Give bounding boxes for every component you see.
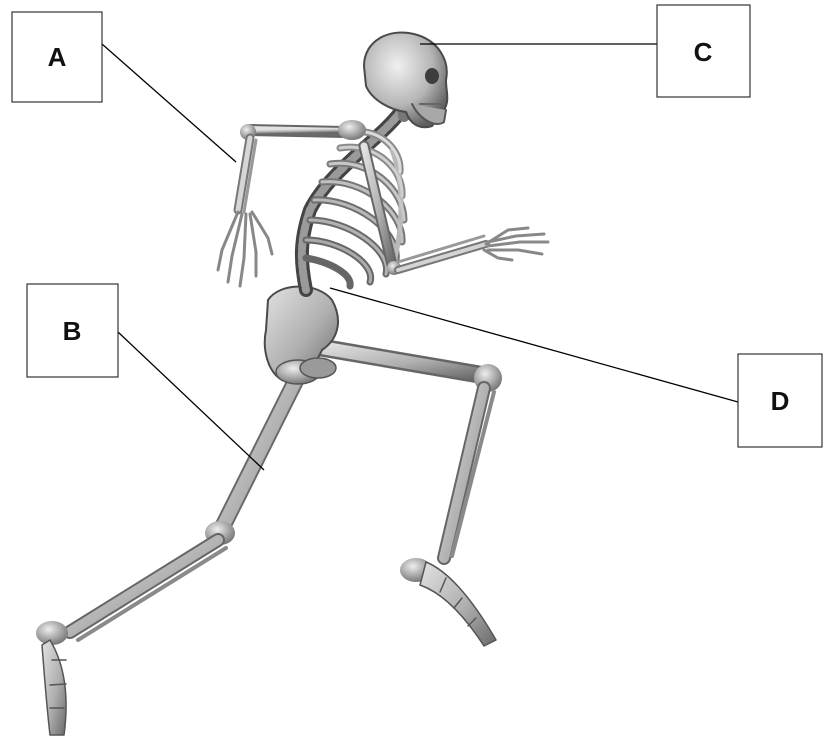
skull <box>364 32 447 127</box>
label-box-d: D <box>738 354 822 447</box>
back-heel <box>36 621 68 645</box>
skeleton-figure <box>36 32 548 735</box>
label-d-text: D <box>771 386 790 416</box>
shoulder-joint <box>338 120 366 140</box>
back-leg <box>36 372 300 735</box>
label-box-a: A <box>12 12 102 102</box>
label-b-text: B <box>63 316 82 346</box>
back-hand <box>218 212 272 286</box>
label-c-text: C <box>694 37 713 67</box>
label-a-text: A <box>48 42 67 72</box>
back-foot <box>42 640 66 735</box>
label-box-c: C <box>657 5 750 97</box>
eye-socket <box>425 68 439 84</box>
back-fibula <box>78 548 226 640</box>
leader-line-d <box>330 288 738 402</box>
pelvis <box>265 287 338 385</box>
front-leg <box>312 346 502 646</box>
leader-line-a <box>102 44 236 162</box>
front-hand <box>484 228 548 260</box>
leader-line-b <box>118 332 264 470</box>
label-box-b: B <box>27 284 118 377</box>
